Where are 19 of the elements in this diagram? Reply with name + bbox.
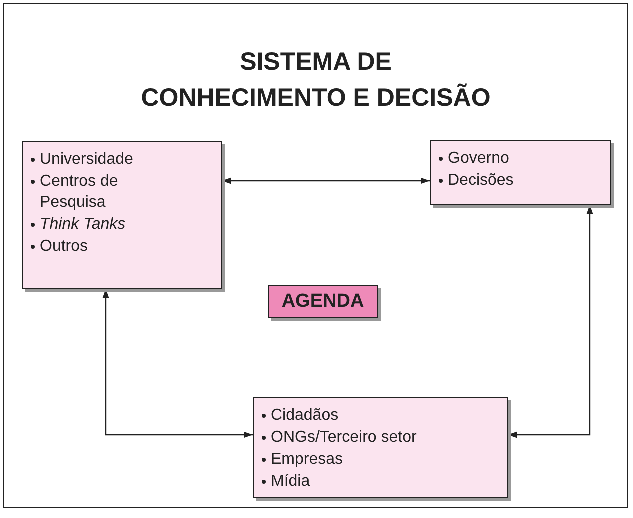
list-box [253,397,508,498]
arrow [222,178,430,184]
list-item: ONGs/Terceiro setor [271,428,417,448]
list-item: Governo [448,149,510,169]
list-item: Mídia [271,472,310,492]
title: SISTEMA DE CONHECIMENTO E DECISÃO [140,47,492,114]
arrow [102,289,253,438]
list-item: Empresas [271,450,344,470]
list-box [22,141,222,289]
list-item: Outros [40,237,88,257]
list-item: Cidadãos [271,406,339,426]
agenda-label: AGENDA [282,290,364,312]
list-item: Universidade [40,150,134,170]
agenda-box [268,285,378,318]
list-box [430,140,611,205]
arrow [508,205,594,438]
list-item: Think Tanks [40,215,126,235]
list-item: Centros de Pesquisa [40,172,120,213]
list-item: Decisões [448,171,514,191]
